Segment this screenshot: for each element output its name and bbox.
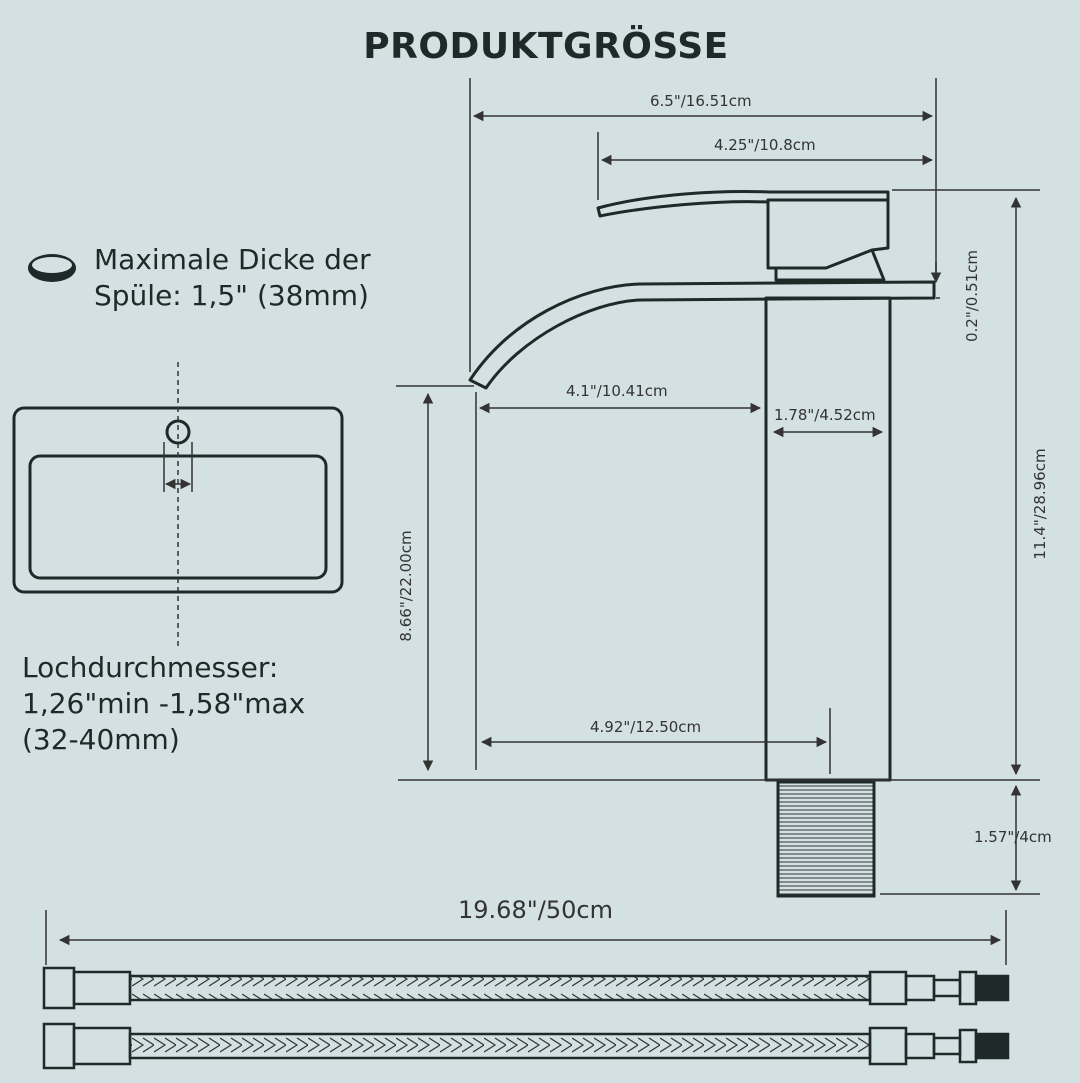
dim-label-total-height: 11.4"/28.96cm bbox=[1031, 448, 1049, 560]
dim-label-spout-reach: 4.1"/10.41cm bbox=[566, 382, 668, 400]
dim-label-spout-height: 8.66"/22.00cm bbox=[397, 530, 415, 642]
page-title: PRODUKTGRÖSSE bbox=[363, 26, 729, 67]
sink-thickness-line2: Spüle: 1,5" (38mm) bbox=[94, 279, 369, 312]
threaded-shank bbox=[776, 780, 876, 898]
dim-label-handle-width: 4.25"/10.8cm bbox=[714, 136, 816, 154]
hole-line1: Lochdurchmesser: bbox=[22, 651, 279, 684]
supply-hose-1 bbox=[42, 966, 1010, 1010]
dim-label-hose-length: 19.68"/50cm bbox=[458, 896, 613, 924]
dim-label-base-to-spout: 4.92"/12.50cm bbox=[590, 718, 702, 736]
faucet-outline bbox=[468, 190, 936, 782]
sink-thickness-note: Maximale Dicke der Spüle: 1,5" (38mm) bbox=[94, 242, 371, 314]
dim-label-overall-width: 6.5"/16.51cm bbox=[650, 92, 752, 110]
dim-label-base-thickness: 0.2"/0.51cm bbox=[963, 249, 981, 343]
sink-thickness-icon bbox=[28, 254, 76, 282]
hole-centerline bbox=[163, 362, 193, 650]
sink-thickness-line1: Maximale Dicke der bbox=[94, 243, 371, 276]
dim-label-body-width: 1.78"/4.52cm bbox=[774, 406, 876, 424]
hole-line3: (32-40mm) bbox=[22, 723, 180, 756]
hole-line2: 1,26"min -1,58"max bbox=[22, 687, 306, 720]
hole-diameter-note: Lochdurchmesser: 1,26"min -1,58"max (32-… bbox=[22, 650, 305, 758]
dim-label-thread-length: 1.57"/4cm bbox=[974, 828, 1052, 846]
supply-hose-2 bbox=[42, 1022, 1010, 1070]
